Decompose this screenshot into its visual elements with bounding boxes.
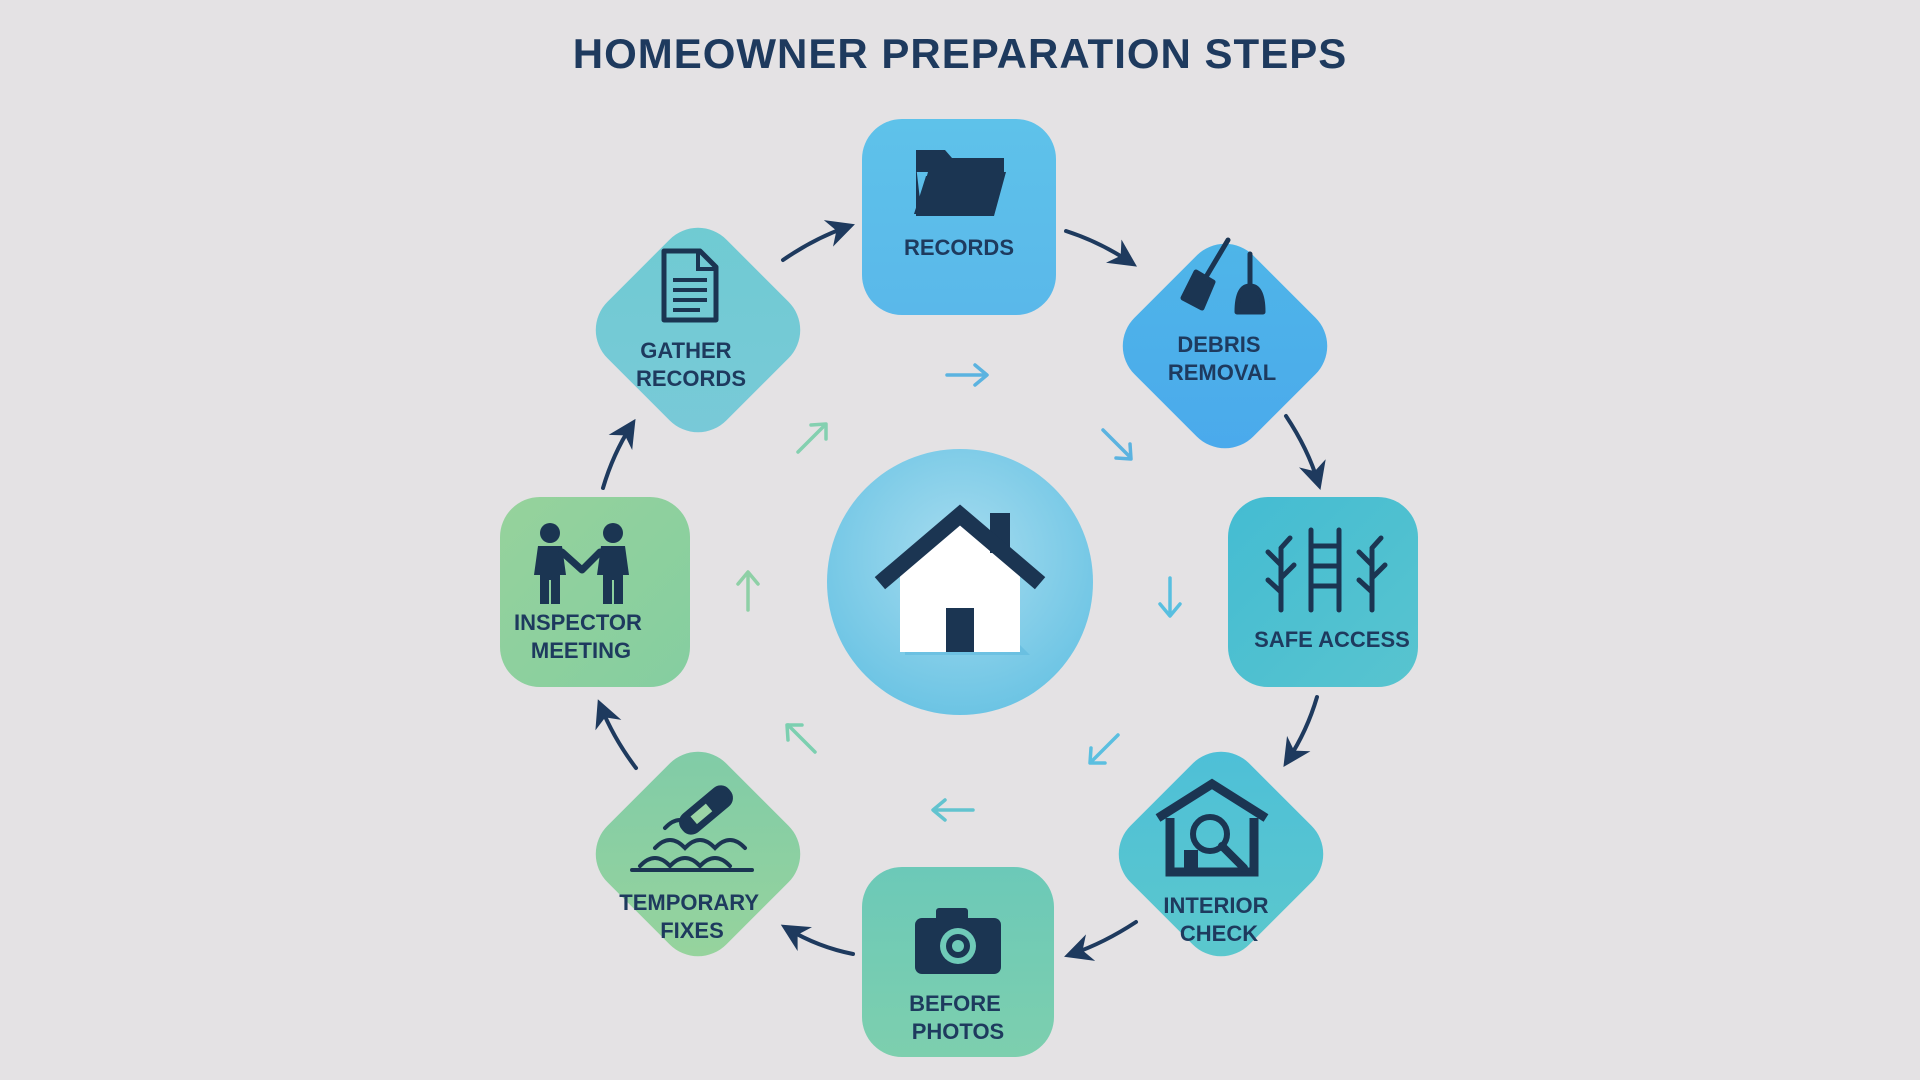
camera-icon [915, 908, 1001, 974]
handshake-icon [534, 523, 629, 604]
step-label-line: GATHER [640, 338, 731, 363]
step-label-line: CHECK [1180, 921, 1258, 946]
step-label-line: INSPECTOR [514, 610, 642, 635]
step-label-line: RECORDS [904, 235, 1014, 260]
step-label-line: FIXES [660, 918, 724, 943]
page-title: HOMEOWNER PREPARATION STEPS [572, 30, 1348, 77]
inner-arrow-up-right [796, 422, 828, 454]
step-label: INSPECTOR MEETING [514, 610, 648, 663]
step-label: SAFE ACCESS [1254, 627, 1410, 652]
step-label-line: MEETING [531, 638, 631, 663]
arrow-debris-to-safe [1284, 414, 1326, 491]
step-label: RECORDS [904, 235, 1014, 260]
step-interior-check: INTERIOR CHECK [1118, 751, 1324, 957]
step-before-photos: BEFORE PHOTOS [862, 867, 1054, 1057]
arrow-inspector-to-gather [601, 418, 636, 490]
step-label-line: RECORDS [636, 366, 746, 391]
step-label-line: REMOVAL [1168, 360, 1276, 385]
step-debris-removal: DEBRIS REMOVAL [1122, 237, 1328, 449]
step-label: INTERIOR CHECK [1163, 893, 1274, 946]
inner-arrows [736, 363, 1182, 822]
step-label: DEBRIS REMOVAL [1168, 332, 1276, 385]
roof-patch-icon [630, 785, 754, 872]
step-temporary-fixes: TEMPORARY FIXES [595, 751, 801, 957]
step-safe-access: SAFE ACCESS [1228, 497, 1418, 687]
inner-arrow-down-left [1088, 733, 1120, 765]
arrow-gather-to-records [781, 220, 855, 262]
inner-arrow-up-left [785, 723, 817, 754]
inner-arrow-left [931, 798, 975, 822]
inner-arrow-down-right [1101, 428, 1133, 461]
inner-arrow-up [736, 570, 760, 612]
step-label-line: TEMPORARY [619, 890, 759, 915]
step-gather-records: GATHER RECORDS [595, 227, 801, 433]
step-label-line: DEBRIS [1177, 332, 1260, 357]
center-house-node [827, 449, 1093, 715]
inner-arrow-right [945, 363, 989, 387]
outer-arrows [595, 220, 1326, 961]
step-inspector-meeting: INSPECTOR MEETING [500, 497, 690, 687]
arrow-interior-to-photos [1064, 920, 1138, 961]
arrow-fixes-to-inspector [595, 699, 638, 770]
house-magnifier-icon [1155, 778, 1269, 877]
step-records: RECORDS [862, 119, 1056, 315]
step-label-line: INTERIOR [1163, 893, 1268, 918]
folder-icon [914, 150, 1006, 216]
inner-arrow-down [1158, 576, 1182, 618]
house-icon [874, 504, 1046, 655]
arrow-records-to-debris [1064, 229, 1137, 267]
step-label: GATHER RECORDS [636, 338, 746, 391]
step-label-line: PHOTOS [912, 1019, 1005, 1044]
arrow-photos-to-fixes [780, 924, 855, 956]
step-label: BEFORE PHOTOS [909, 991, 1007, 1044]
step-label: TEMPORARY FIXES [619, 890, 764, 943]
broom-dustpan-icon [1180, 237, 1266, 315]
arrow-safe-to-interior [1283, 695, 1319, 768]
step-label-line: BEFORE [909, 991, 1001, 1016]
document-icon [661, 248, 719, 323]
step-label-line: SAFE ACCESS [1254, 627, 1410, 652]
ladder-trees-icon [1265, 527, 1388, 613]
